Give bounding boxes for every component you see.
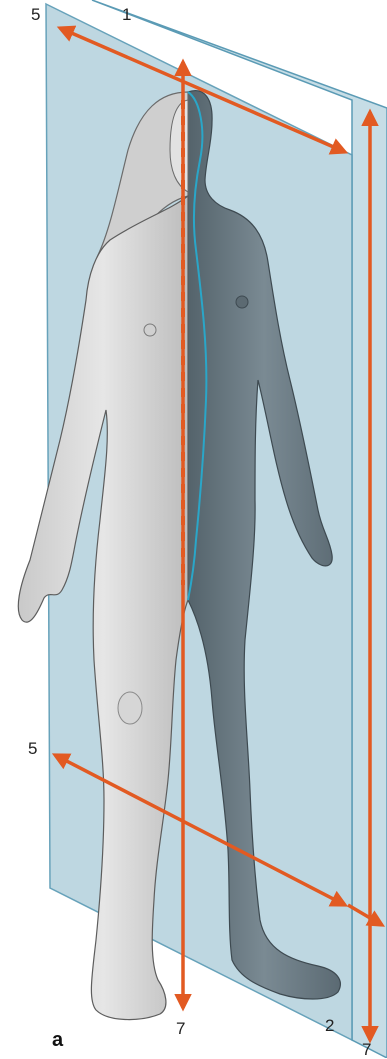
figure-letter: a [52, 1030, 63, 1050]
label-bottom-7-right: 7 [362, 1041, 371, 1058]
label-bottom-7-front: 7 [176, 1020, 185, 1037]
label-mid-left-5: 5 [28, 740, 37, 757]
label-top-left-5: 5 [31, 6, 40, 23]
label-bottom-2: 2 [325, 1017, 334, 1034]
label-top-1: 1 [122, 6, 131, 23]
